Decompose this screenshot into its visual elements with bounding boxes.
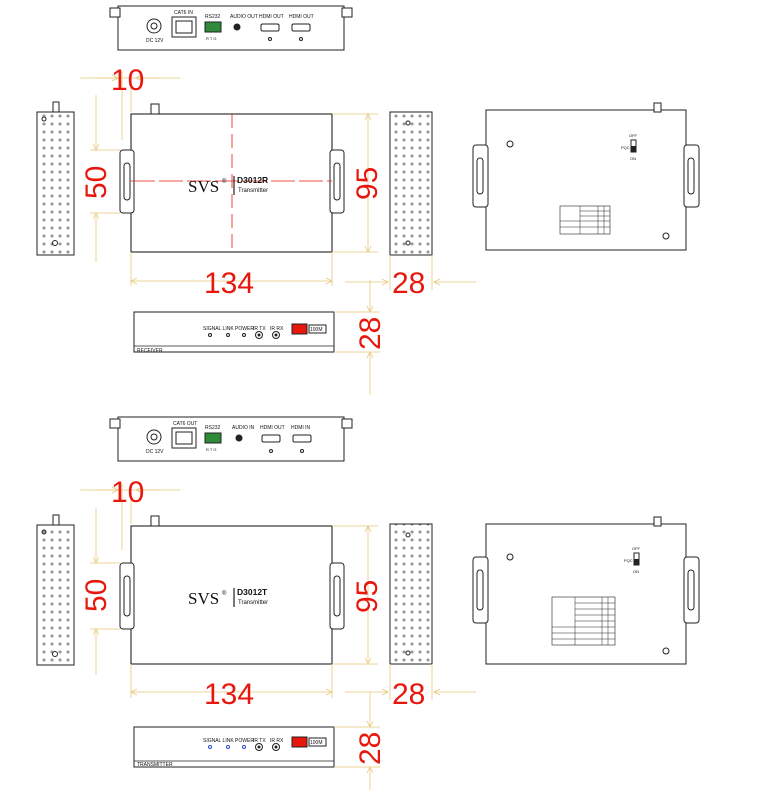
dc-jack-icon [146, 18, 162, 34]
rs232-terminal [204, 432, 222, 444]
brand-label: SVS [188, 589, 219, 608]
rs232-pins: R T G [206, 447, 217, 452]
dc-jack-icon [146, 429, 162, 445]
ir1-label: IR TX [253, 326, 266, 332]
dc-label: DC 12V [146, 449, 164, 455]
led-labels: SIGNAL LINK POWER [203, 738, 254, 744]
mounting-ear-right [329, 562, 345, 630]
ir-port-2 [272, 743, 280, 751]
transmitter-top-view: SVS ® D3012T Transmitter [119, 515, 345, 665]
subtitle-label: Transmitter [238, 600, 268, 606]
dim-ear: 50 [80, 579, 113, 612]
dip-label: PQC [621, 145, 630, 150]
receiver-front-panel: SIGNAL LINK POWER IR TX IR RX 100M RECEI… [133, 311, 335, 354]
dim-profile: 28 [354, 732, 387, 765]
model-label: D3012T [237, 587, 268, 597]
spec-table [559, 205, 611, 235]
panel-name: RECEIVER [137, 348, 163, 354]
dip-label: PQC [624, 558, 633, 563]
receiver-bottom-view: OFF PQC ON [472, 102, 700, 251]
dim-gap: 10 [111, 476, 144, 509]
dip-on: ON [633, 569, 639, 574]
ir-port-1 [255, 331, 263, 339]
transmitter-front-panel: SIGNAL LINK POWER IR TX IR RX 100M TRANS… [133, 726, 335, 768]
audio-label: AUDIO IN [232, 425, 255, 431]
transmitter-rear-panel: DC 12V CAT6 OUT RS232 R T G AUDIO IN HDM… [109, 416, 353, 462]
transmitter-left-side [36, 514, 75, 666]
transmitter-drawing: DC 12V CAT6 OUT RS232 R T G AUDIO IN HDM… [36, 416, 700, 790]
transmitter-dim-labels: 10 50 95 134 28 28 [80, 476, 425, 765]
dim-gap: 10 [111, 64, 144, 97]
rs232-label: RS232 [205, 14, 221, 20]
cat-label: CAT6 OUT [173, 421, 197, 427]
receiver-dimensions [80, 72, 476, 395]
audio-jack-icon [233, 23, 241, 31]
mounting-ear-left [119, 562, 135, 630]
dim-height: 95 [351, 167, 384, 200]
dip-text: 100M [310, 327, 323, 333]
dim-width: 134 [204, 678, 254, 711]
panel-name: TRANSMITTER [137, 762, 173, 768]
transmitter-bottom-view: OFF PQC ON [472, 516, 700, 665]
dc-label: DC 12V [146, 38, 164, 44]
led-labels: SIGNAL LINK POWER [203, 326, 254, 332]
reg-mark: ® [222, 178, 227, 185]
dim-width: 134 [204, 267, 254, 300]
subtitle-label: Transmitter [238, 188, 268, 194]
transmitter-right-side [389, 523, 433, 665]
rj45-port [171, 16, 197, 38]
rs232-pins: R T G [206, 36, 217, 41]
dip-text: 100M [310, 740, 323, 746]
hdmi1-label: HDMI OUT [260, 425, 285, 431]
dim-depth: 28 [392, 267, 425, 300]
dip-off: OFF [629, 133, 638, 138]
mounting-ear-left [119, 149, 135, 214]
receiver-top-view: SVS ® D3012R Transmitter [119, 103, 345, 253]
audio-jack-icon [235, 434, 243, 442]
rs232-terminal [204, 21, 222, 33]
receiver-right-side [389, 111, 433, 256]
ir-port-1 [255, 743, 263, 751]
mounting-ear-right [329, 149, 345, 214]
ir-port-2 [272, 331, 280, 339]
model-label: D3012R [237, 175, 268, 185]
dim-height: 95 [351, 580, 384, 613]
ir2-label: IR RX [270, 738, 284, 744]
dip-off: OFF [632, 546, 641, 551]
receiver-left-side [36, 101, 75, 256]
brand-label: SVS [188, 177, 219, 196]
receiver-drawing: DC 12V CAT6 IN RS232 R T G AUDIO OUT HDM… [36, 5, 700, 395]
hdmi2-label: HDMI IN [291, 425, 311, 431]
hdmi-port-1 [261, 434, 281, 443]
dim-ear: 50 [80, 166, 113, 199]
cat-label: CAT6 IN [174, 10, 193, 16]
receiver-rear-panel: DC 12V CAT6 IN RS232 R T G AUDIO OUT HDM… [109, 5, 353, 51]
hdmi-port-2 [292, 434, 312, 443]
hdmi2-label: HDMI OUT [289, 14, 314, 20]
hdmi-port-2 [291, 23, 311, 32]
receiver-dim-labels: 10 50 95 134 28 28 [80, 64, 425, 350]
ir2-label: IR RX [270, 326, 284, 332]
hdmi1-label: HDMI OUT [259, 14, 284, 20]
dip-block [291, 736, 308, 748]
dip-block [291, 323, 308, 335]
dim-profile: 28 [354, 317, 387, 350]
dim-depth: 28 [392, 678, 425, 711]
ir1-label: IR TX [253, 738, 266, 744]
audio-label: AUDIO OUT [230, 14, 258, 20]
dip-on: ON [630, 156, 636, 161]
reg-mark: ® [222, 590, 227, 597]
transmitter-dimensions [80, 484, 476, 790]
hdmi-port-1 [260, 23, 280, 32]
rj45-port [171, 427, 197, 449]
rs232-label: RS232 [205, 425, 221, 431]
